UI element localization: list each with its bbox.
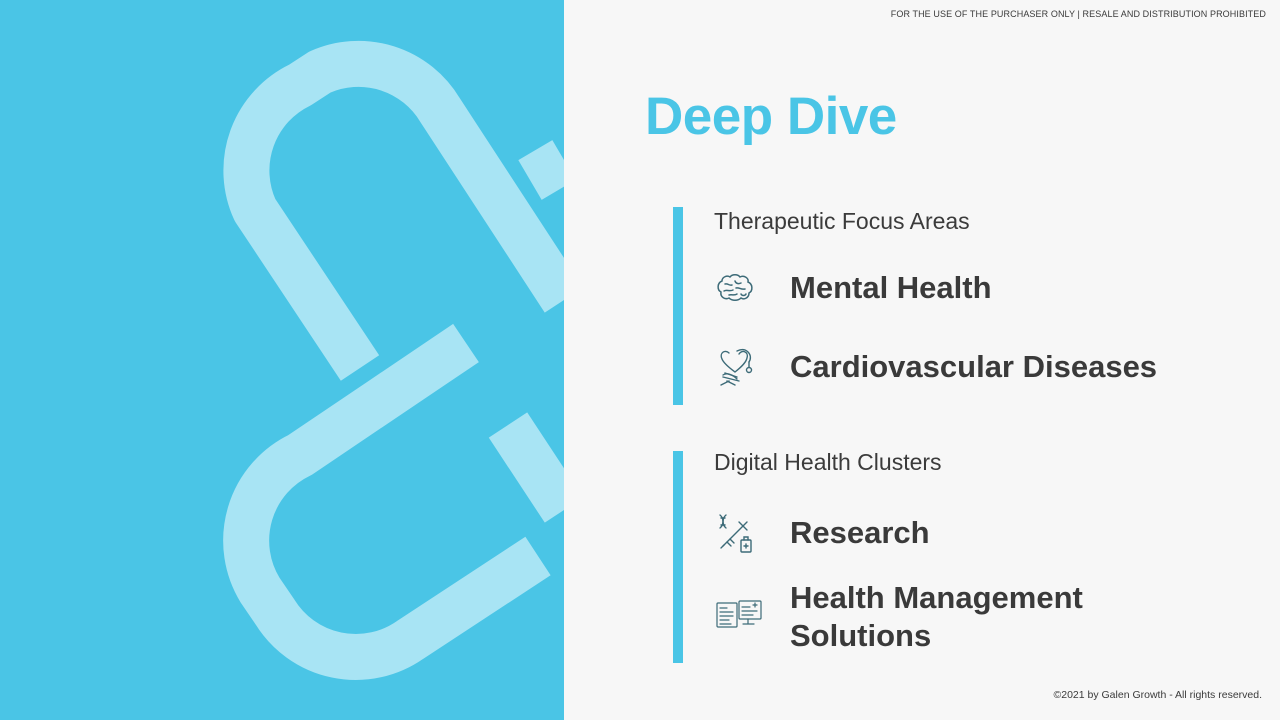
section-accent-bar [673,207,683,405]
page-title: Deep Dive [645,87,897,146]
item-label-line1: Health Management [790,580,1083,615]
copyright-text: ©2021 by Galen Growth - All rights reser… [1053,689,1263,701]
content-panel [564,0,1280,720]
brain-icon [714,266,756,310]
item-label: Research [790,515,930,550]
item-label: Mental Health [790,270,992,305]
heart-stethoscope-icon [714,345,756,389]
disclaimer-text: FOR THE USE OF THE PURCHASER ONLY | RESA… [890,9,1266,19]
section-heading-digital: Digital Health Clusters [714,449,942,475]
item-label: Health Management Solutions [790,579,1083,655]
decorative-pill-panel [0,0,564,720]
section-accent-bar [673,451,683,663]
dna-syringe-icon [714,511,756,555]
item-label: Cardiovascular Diseases [790,349,1158,384]
monitor-records-icon [714,593,764,637]
list-item-cardiovascular: Cardiovascular Diseases [714,344,1194,390]
list-item-research: Research [714,511,1194,555]
list-item-mental-health: Mental Health [714,266,1194,310]
item-label-line2: Solutions [790,618,932,653]
section-heading-therapeutic: Therapeutic Focus Areas [714,208,970,234]
pill-illustration [223,40,564,680]
list-item-health-management: Health Management Solutions [714,580,1194,653]
